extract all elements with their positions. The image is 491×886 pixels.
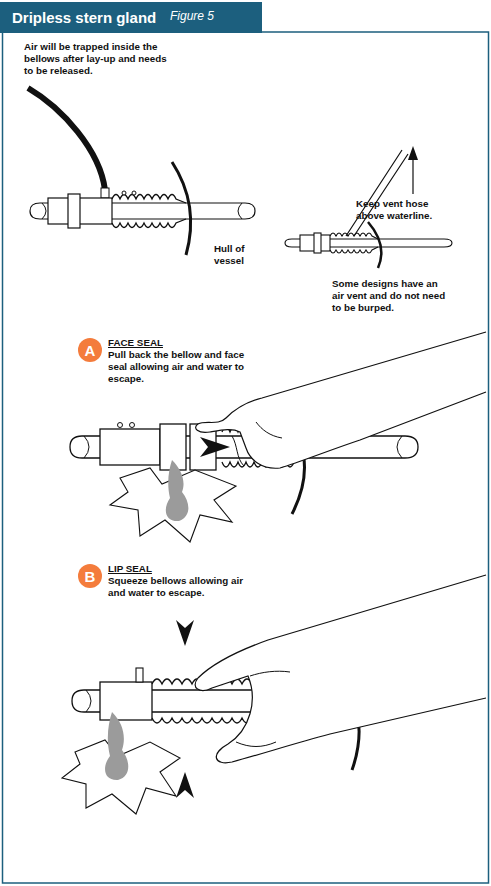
note-text: Some designs have an air vent and do not… — [332, 278, 448, 314]
vent-hose — [346, 150, 408, 236]
badge-fill — [78, 338, 102, 362]
bellows — [112, 219, 186, 228]
bellows — [330, 247, 378, 253]
clamp-screw — [118, 423, 123, 428]
title-band: Dripless stern gland — [0, 2, 262, 33]
step-badge: B — [78, 564, 102, 588]
section-heading: FACE SEAL — [108, 337, 228, 349]
finger-line — [232, 422, 282, 466]
squeeze-arrow — [176, 772, 194, 798]
clamp-bolt — [136, 668, 143, 682]
badge-letter: B — [85, 569, 96, 584]
finger-line — [236, 671, 290, 746]
water-drip — [105, 712, 128, 780]
hand — [195, 575, 486, 763]
hull — [172, 162, 191, 255]
figure-number: Figure 5 — [170, 10, 250, 22]
collar — [68, 194, 80, 228]
badge-letter: A — [85, 343, 96, 358]
arrow — [412, 156, 413, 194]
step-badge: A — [78, 338, 102, 362]
clamp-screw — [132, 191, 136, 195]
note-text: Air will be trapped inside the bellows a… — [24, 41, 174, 77]
hull — [368, 222, 381, 268]
badge-fill — [78, 564, 102, 588]
part-label: Hull of vessel — [214, 243, 259, 267]
arrow-head — [408, 146, 418, 160]
note-text: Keep vent hose above waterline. — [356, 198, 451, 222]
arrow-head — [200, 437, 230, 457]
instruction-text: Squeeze bellows allowing air and water t… — [108, 575, 246, 599]
hose — [28, 88, 105, 190]
instruction-text: Pull back the bellow and face seal allow… — [108, 349, 248, 385]
clamp-screw — [130, 423, 135, 428]
bellows — [330, 233, 378, 239]
figure-title: Dripless stern gland — [12, 9, 156, 26]
stern-tube — [100, 429, 160, 465]
clamp-screw — [122, 191, 126, 195]
bellows — [112, 195, 186, 204]
figure-frame — [3, 32, 489, 883]
water-drip — [166, 460, 189, 521]
section-heading: LIP SEAL — [108, 563, 228, 575]
stern-tube — [100, 682, 152, 720]
hose-nipple — [101, 188, 109, 198]
collar — [314, 233, 321, 253]
squeeze-arrow — [176, 620, 194, 646]
